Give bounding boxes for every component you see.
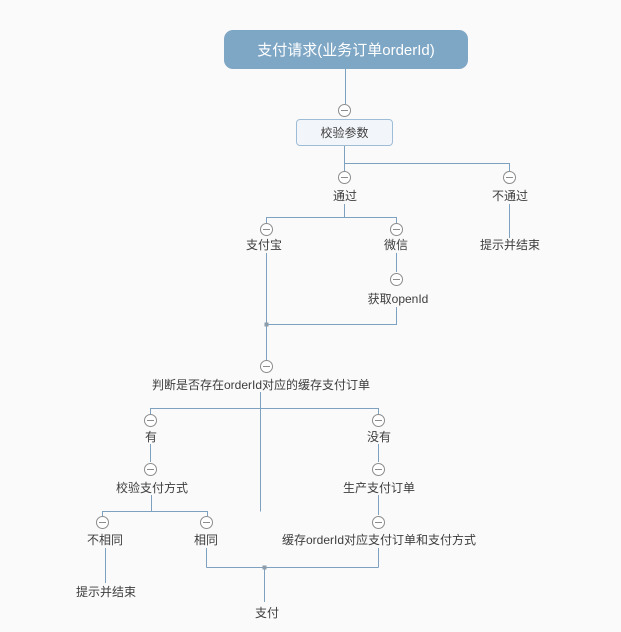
- collapse-icon[interactable]: [372, 463, 385, 476]
- node-same[interactable]: 相同: [193, 533, 219, 547]
- collapse-icon[interactable]: [372, 516, 385, 529]
- collapse-icon[interactable]: [260, 360, 273, 373]
- collapse-icon[interactable]: [338, 171, 351, 184]
- collapse-icon[interactable]: [390, 273, 403, 286]
- node-validate-params[interactable]: 校验参数: [296, 119, 393, 146]
- node-wechat[interactable]: 微信: [383, 238, 409, 252]
- collapse-icon[interactable]: [144, 463, 157, 476]
- collapse-icon[interactable]: [260, 223, 273, 236]
- node-pass[interactable]: 通过: [332, 189, 358, 203]
- node-pay[interactable]: 支付: [254, 606, 280, 620]
- collapse-icon[interactable]: [338, 104, 351, 117]
- node-root[interactable]: 支付请求(业务订单orderId): [224, 30, 468, 69]
- node-check-cached-order[interactable]: 判断是否存在orderId对应的缓存支付订单: [151, 378, 371, 392]
- node-not-same[interactable]: 不相同: [86, 533, 124, 547]
- node-verify-pay-method[interactable]: 校验支付方式: [115, 481, 189, 495]
- collapse-icon[interactable]: [96, 516, 109, 529]
- collapse-icon[interactable]: [372, 414, 385, 427]
- node-has[interactable]: 有: [144, 430, 158, 444]
- node-not-same-end[interactable]: 提示并结束: [75, 585, 137, 599]
- node-fail[interactable]: 不通过: [491, 189, 529, 203]
- collapse-icon[interactable]: [503, 171, 516, 184]
- collapse-icon[interactable]: [390, 223, 403, 236]
- node-has-not[interactable]: 没有: [366, 430, 392, 444]
- node-cache-pay-order[interactable]: 缓存orderId对应支付订单和支付方式: [281, 533, 477, 547]
- collapse-icon[interactable]: [144, 414, 157, 427]
- collapse-icon[interactable]: [200, 516, 213, 529]
- node-create-pay-order[interactable]: 生产支付订单: [342, 481, 416, 495]
- node-alipay[interactable]: 支付宝: [245, 238, 283, 252]
- node-fail-end[interactable]: 提示并结束: [479, 238, 541, 252]
- node-get-openid[interactable]: 获取openId: [367, 292, 429, 306]
